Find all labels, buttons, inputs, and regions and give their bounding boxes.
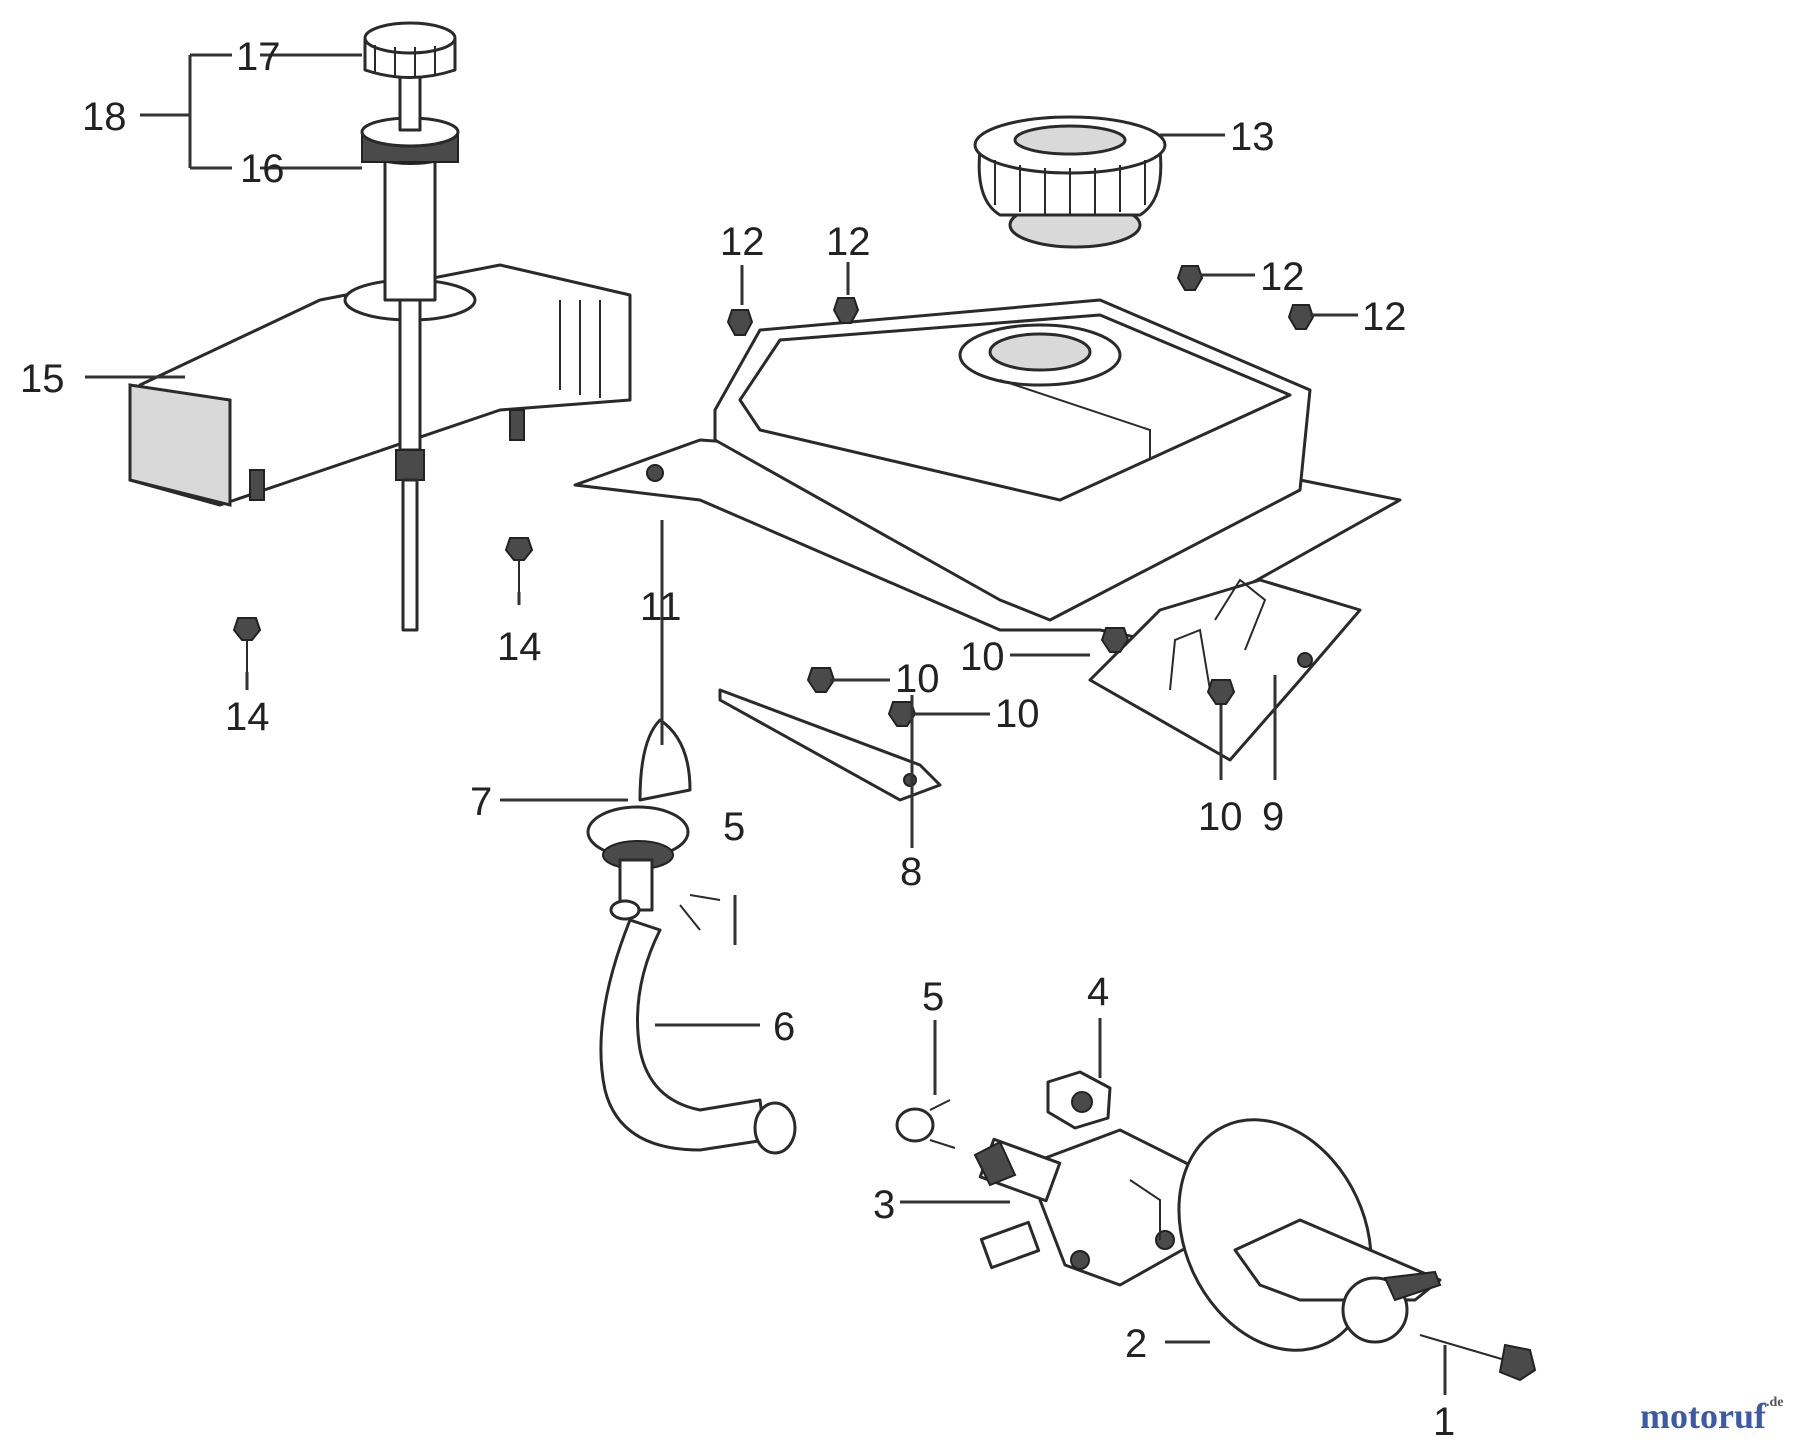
callout-12-c: 12: [1260, 255, 1305, 299]
part-4-valve-cap: [1046, 1070, 1112, 1130]
callout-10-a: 10: [895, 657, 940, 701]
callout-5-a: 5: [723, 805, 745, 849]
callout-4: 4: [1087, 970, 1109, 1014]
watermark-brand: motoruf: [1640, 1396, 1766, 1436]
callout-10-b: 10: [995, 692, 1040, 736]
callout-5-b: 5: [922, 975, 944, 1019]
callout-12-a: 12: [720, 220, 765, 264]
part-10-nuts: [806, 627, 1236, 727]
part-1-screw: [1419, 1334, 1537, 1382]
part-5-hose-clip: [895, 1099, 956, 1149]
callout-16: 16: [240, 147, 285, 191]
callout-12-d: 12: [1362, 295, 1407, 339]
callout-17: 17: [236, 35, 281, 79]
callout-13: 13: [1230, 115, 1275, 159]
callout-7: 7: [470, 780, 492, 824]
part-16-dipstick-seal: [360, 116, 460, 165]
watermark-suffix: .de: [1765, 1395, 1784, 1410]
callout-3: 3: [873, 1183, 895, 1227]
part-7-fuel-filter: [586, 718, 692, 921]
callout-11: 11: [640, 585, 682, 629]
callout-14-a: 14: [497, 625, 542, 669]
part-12-bolts: [726, 265, 1315, 336]
callout-14-b: 14: [225, 695, 270, 739]
part-17-oil-filler-cap: [363, 21, 457, 132]
callout-6: 6: [773, 1005, 795, 1049]
part-2-valve-lever-knob: [1177, 1118, 1442, 1352]
callout-18: 18: [82, 95, 127, 139]
callout-1: 1: [1433, 1400, 1455, 1444]
callout-2: 2: [1125, 1322, 1147, 1366]
callout-12-b: 12: [826, 220, 871, 264]
callout-8: 8: [900, 850, 922, 894]
callout-15: 15: [20, 357, 65, 401]
part-6-fuel-hose: [599, 894, 797, 1155]
watermark: motoruf.de: [1640, 1395, 1783, 1437]
part-13-fuel-cap: [973, 115, 1167, 249]
callout-9: 9: [1262, 795, 1284, 839]
callout-10-c: 10: [960, 635, 1005, 679]
part-15-engine-shroud: [128, 158, 632, 632]
leader-lines: [85, 53, 1447, 1395]
part-3-fuel-valve: [973, 1128, 1202, 1287]
callout-10-d: 10: [1198, 795, 1243, 839]
fuel-tank: [573, 298, 1402, 762]
part-14-bolts: [232, 537, 534, 672]
